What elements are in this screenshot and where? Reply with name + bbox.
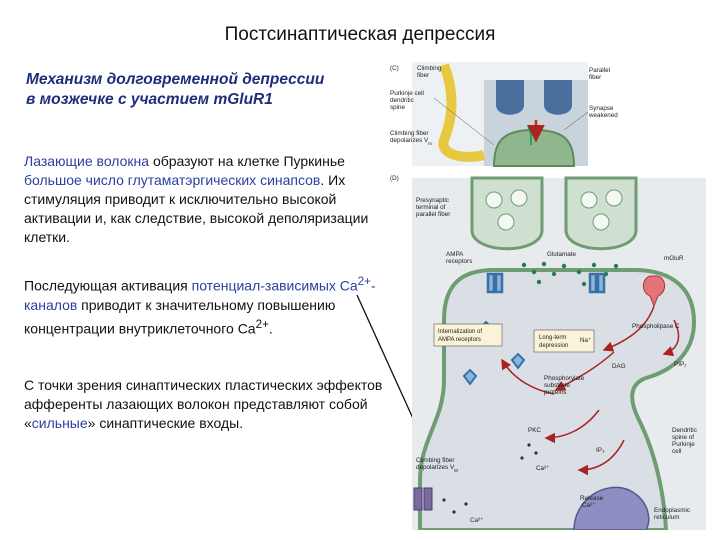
ca-outside-label: Ca²⁺ xyxy=(470,517,483,524)
label-leader-c-1 xyxy=(433,97,495,146)
phospho-label-1: Phosphorylate xyxy=(544,375,585,382)
mglur-receptor xyxy=(643,275,665,308)
dendritic-label-2: spine of xyxy=(672,434,694,441)
glutamate-label: Glutamate xyxy=(547,251,577,258)
synaptic-vesicles xyxy=(485,189,623,231)
term-glutamatergic-synapses: большое число глутаматэргических синапсо… xyxy=(24,172,321,188)
calcium-ions xyxy=(442,443,538,514)
cf-depolarizes-text: depolarizes V xyxy=(390,137,429,144)
p2-text-a: Последующая активация xyxy=(24,277,192,294)
paragraph-climbing-fibers: Лазающие волокна образуют на клетке Пурк… xyxy=(24,152,384,247)
ampa-label-1: AMPA xyxy=(446,251,464,258)
er-label-1: Endoplasmic xyxy=(654,507,690,514)
presynaptic-label-2: terminal of xyxy=(416,204,446,211)
panel-c-label: (C) xyxy=(390,65,399,72)
term-climbing-fibers: Лазающие волокна xyxy=(24,153,150,169)
synapse-weakened-label-2: weakened xyxy=(588,112,618,119)
ltd-box: Long-term depression xyxy=(533,329,595,353)
page-title: Постсинаптическая депрессия xyxy=(224,24,496,45)
presynaptic-label-3: parallel fiber xyxy=(416,211,450,218)
dendritic-label-3: Purkinje xyxy=(672,441,695,448)
climbing-fiber-label-1: Climbing xyxy=(417,65,442,72)
p3-text-a: С точки зрения синаптических пластически… xyxy=(24,377,383,431)
glutamate-molecules xyxy=(521,261,619,287)
p2-text-e: . xyxy=(268,320,273,337)
label-leader-c-2 xyxy=(563,111,589,131)
pip2-label: PIP₂ xyxy=(674,361,687,368)
cf-depolarizes-label-2: depolarizes Vm xyxy=(390,137,432,146)
release-label-2: Ca²⁺ xyxy=(582,502,595,509)
presynaptic-label-1: Presynaptic xyxy=(416,197,449,204)
ltd-label-2: depression xyxy=(539,343,568,349)
internalization-label-1: Internalization of xyxy=(438,329,482,335)
cf-vm-text: depolarizes V xyxy=(416,464,455,471)
ampa-label-2: receptors xyxy=(446,258,472,265)
p2-ca-sup: 2+ xyxy=(357,275,371,288)
paragraph-strong-inputs: С точки зрения синаптических пластически… xyxy=(24,376,384,433)
p2-text-d: приводит к значительному повышению конце… xyxy=(24,296,336,337)
cf-depolarizes-sub: m xyxy=(428,141,432,146)
p3-text-c: » синаптические входы. xyxy=(87,415,244,431)
term-channels: -каналов xyxy=(24,277,376,313)
mglur-label: mGluR xyxy=(664,255,684,262)
subtitle-line-2: в мозжечке с участием mGluR1 xyxy=(26,91,273,108)
ltd-diagram: (C) Climbing fiber Parallel fiber Purkin… xyxy=(390,62,706,530)
release-label-1: Release xyxy=(580,495,604,502)
na-label: Na⁺ xyxy=(580,337,591,344)
voltage-gated-ca-channel xyxy=(413,487,433,511)
cf-vm-label-2: depolarizes VM xyxy=(416,464,458,473)
ip3-label: IP₃ xyxy=(596,447,605,454)
paragraph-calcium-channels: Последующая активация потенциал-зависимы… xyxy=(24,272,384,338)
purkinje-spine-c xyxy=(492,128,576,167)
dendritic-label-1: Dendritic xyxy=(672,427,697,434)
ca-inside-label: Ca²⁺ xyxy=(536,465,549,472)
pkc-label: PKC xyxy=(528,427,541,434)
presynaptic-terminal-c-1 xyxy=(496,80,524,115)
cf-vm-label-1: Climbing fiber xyxy=(416,457,455,464)
internalization-label-2: AMPA receptors xyxy=(438,337,481,343)
dendritic-label-4: cell xyxy=(672,448,681,455)
cf-vm-sub: M xyxy=(454,468,458,473)
presynaptic-terminal-2 xyxy=(564,176,638,251)
er-label-2: reticulum xyxy=(654,514,680,521)
p1-text-d: . Их стимуляция приводит к исключительно… xyxy=(24,172,369,245)
presynaptic-terminal-1 xyxy=(470,176,544,251)
subtitle: Механизм долговременной депрессии в мозж… xyxy=(26,70,386,110)
purkinje-spine-label-1: Purkinje cell xyxy=(390,90,424,97)
phospho-label-2: substrate xyxy=(544,382,570,389)
endoplasmic-reticulum xyxy=(573,486,650,530)
climbing-fiber-c xyxy=(438,63,486,162)
panel-d-label: (D) xyxy=(390,175,399,182)
phospholipase-label: Phospholipase C xyxy=(632,323,680,330)
cf-depolarizes-label-1: Climbing fiber xyxy=(390,130,429,137)
synapse-weakened-label-1: Synapse xyxy=(589,105,614,112)
p2-ca-sup-2: 2+ xyxy=(255,317,269,331)
term-strong: сильные xyxy=(31,415,88,431)
signaling-arrows xyxy=(501,305,680,476)
ltd-label-1: Long-term xyxy=(539,335,566,341)
term-voltage-gated-ca: потенциал-зависимых Ca xyxy=(191,277,358,294)
climbing-fiber-label-2: fiber xyxy=(417,72,429,79)
ampa-receptors-membrane xyxy=(486,272,606,294)
internalization-box: Internalization of AMPA receptors xyxy=(433,323,503,347)
subtitle-line-1: Механизм долговременной депрессии xyxy=(26,71,325,88)
purkinje-spine-label-2: dendritic xyxy=(390,97,414,104)
dag-label: DAG xyxy=(612,363,626,370)
presynaptic-terminal-c-2 xyxy=(544,80,572,115)
phospho-label-3: proteins xyxy=(544,389,566,396)
p1-text-b: образуют на клетке Пуркинье xyxy=(149,153,345,169)
parallel-fiber-label-2: fiber xyxy=(589,74,601,81)
purkinje-spine-label-3: spine xyxy=(390,104,406,111)
parallel-fiber-label-1: Parallel xyxy=(589,67,610,74)
